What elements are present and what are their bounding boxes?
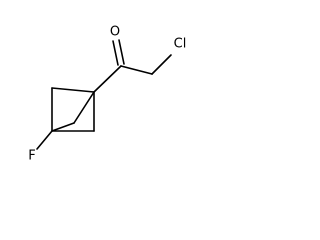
bond-cage-carbonyl [93,65,122,93]
atom-label-oxygen: O [110,25,120,40]
bond-cage-bridge-lower [51,122,75,132]
chemical-structure: O Cl F [28,25,187,164]
bond-carbonyl-double-2 [118,39,125,65]
bond-carbonyl-ch2 [120,65,153,75]
bond-carbonyl-double-1 [112,40,119,66]
atom-label-fluorine: F [28,149,35,164]
bicyclopentane-cage [51,87,95,132]
atom-label-chlorine: Cl [174,37,187,52]
bond-c-f [36,130,53,150]
bond-cage-top [51,87,95,93]
bond-ch2-cl [151,54,172,75]
bond-cage-bridge-upper [73,91,95,124]
